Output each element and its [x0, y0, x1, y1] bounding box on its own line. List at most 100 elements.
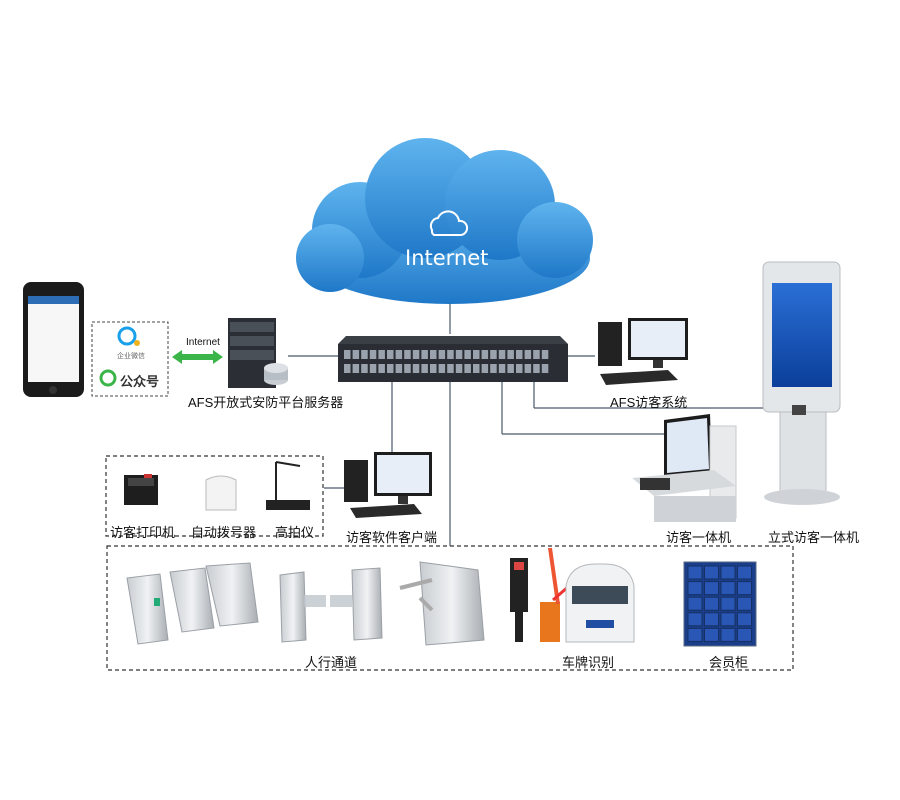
- switch-port: [404, 350, 411, 359]
- locker-door: [704, 596, 719, 611]
- switch-port: [412, 364, 420, 373]
- switch-port: [352, 350, 360, 359]
- switch-port: [447, 364, 454, 373]
- switch-port: [438, 364, 446, 373]
- standing-kiosk: [762, 261, 841, 505]
- server: [228, 318, 288, 388]
- visitor-system-label: AFS访客系统: [610, 395, 688, 410]
- internet-cloud-label: Internet: [405, 246, 489, 270]
- switch-port: [344, 364, 351, 373]
- locker-door: [687, 627, 703, 642]
- document-scanner: [266, 461, 310, 510]
- visitor-kiosk: [632, 414, 737, 522]
- switch-port: [447, 350, 454, 359]
- locker-door: [720, 596, 736, 611]
- switch-port: [473, 364, 480, 373]
- official-account-icon: [99, 369, 117, 387]
- visitor-printer: [124, 474, 158, 505]
- locker-door: [737, 565, 752, 580]
- switch-port: [464, 364, 471, 373]
- locker-door: [704, 581, 719, 596]
- locker-door: [720, 612, 736, 627]
- client-label: 访客软件客户端: [346, 530, 438, 545]
- apps-box: [91, 321, 169, 397]
- wecom-icon: [117, 326, 140, 346]
- internet-link-label: Internet: [186, 337, 220, 348]
- switch-port: [421, 364, 428, 373]
- switch-port: [541, 364, 549, 373]
- member-lockers: [683, 561, 757, 647]
- switch-port: [361, 364, 368, 373]
- flap-barriers: [279, 567, 383, 643]
- switch-port: [387, 350, 394, 359]
- locker-door: [737, 612, 752, 627]
- visitor-system-computer: [598, 318, 688, 385]
- switch-port: [507, 350, 514, 359]
- official-account-label: 公众号: [120, 374, 160, 389]
- auto-dialer: [205, 475, 237, 511]
- smartphone: [23, 282, 84, 397]
- internet-cloud: [296, 138, 593, 304]
- tripod-turnstile: [399, 561, 485, 646]
- speed-gates: [126, 562, 259, 645]
- switch-port: [524, 350, 532, 359]
- peripherals-box: [105, 455, 324, 537]
- switch-port: [473, 350, 480, 359]
- switch-port: [430, 350, 437, 359]
- printer-label: 访客打印机: [110, 525, 176, 540]
- switch-port: [481, 350, 489, 359]
- locker-door: [720, 627, 736, 642]
- switch-port: [395, 364, 403, 373]
- locker-door: [687, 565, 703, 580]
- standing-kiosk-label: 立式访客一体机: [768, 530, 860, 545]
- switch-port: [516, 364, 523, 373]
- switch-port: [378, 364, 385, 373]
- locker-label: 会员柜: [709, 655, 749, 670]
- switch-port: [352, 364, 360, 373]
- switch-port: [438, 350, 446, 359]
- switch-port: [490, 350, 497, 359]
- locker-door: [737, 581, 752, 596]
- plate-label: 车牌识别: [562, 655, 615, 670]
- switch-port: [369, 364, 377, 373]
- switch-port: [404, 364, 411, 373]
- switch-port: [387, 364, 394, 373]
- switch-port: [378, 350, 385, 359]
- locker-door: [720, 581, 736, 596]
- switch-port: [490, 364, 497, 373]
- switch-port: [369, 350, 377, 359]
- switch-port: [516, 350, 523, 359]
- dialer-label: 自动拨号器: [191, 525, 257, 540]
- switch-port: [412, 350, 420, 359]
- switch-port: [541, 350, 549, 359]
- access-control-box: [106, 545, 794, 671]
- switch-port: [361, 350, 368, 359]
- locker-door: [704, 565, 719, 580]
- switch-port: [524, 364, 532, 373]
- switch-port: [498, 364, 506, 373]
- switch-port: [395, 350, 403, 359]
- cloud-icon: [429, 210, 469, 236]
- vehicle: [565, 563, 635, 643]
- switch-port: [455, 364, 463, 373]
- locker-door: [687, 612, 703, 627]
- wecom-label: 企业微信: [117, 353, 145, 360]
- switch-port: [481, 364, 489, 373]
- switch-port: [430, 364, 437, 373]
- internet-link-arrow: [172, 350, 223, 364]
- switch-port: [455, 350, 463, 359]
- network-switch: [338, 336, 568, 382]
- locker-door: [687, 581, 703, 596]
- plate-recognition-camera: [510, 558, 528, 642]
- server-label: AFS开放式安防平台服务器: [188, 395, 344, 410]
- locker-door: [737, 627, 752, 642]
- switch-port: [464, 350, 471, 359]
- switch-port: [533, 364, 540, 373]
- locker-door: [704, 612, 719, 627]
- locker-door: [704, 627, 719, 642]
- locker-door: [687, 596, 703, 611]
- pedestrian-label: 人行通道: [305, 655, 358, 670]
- switch-port: [498, 350, 506, 359]
- locker-door: [737, 596, 752, 611]
